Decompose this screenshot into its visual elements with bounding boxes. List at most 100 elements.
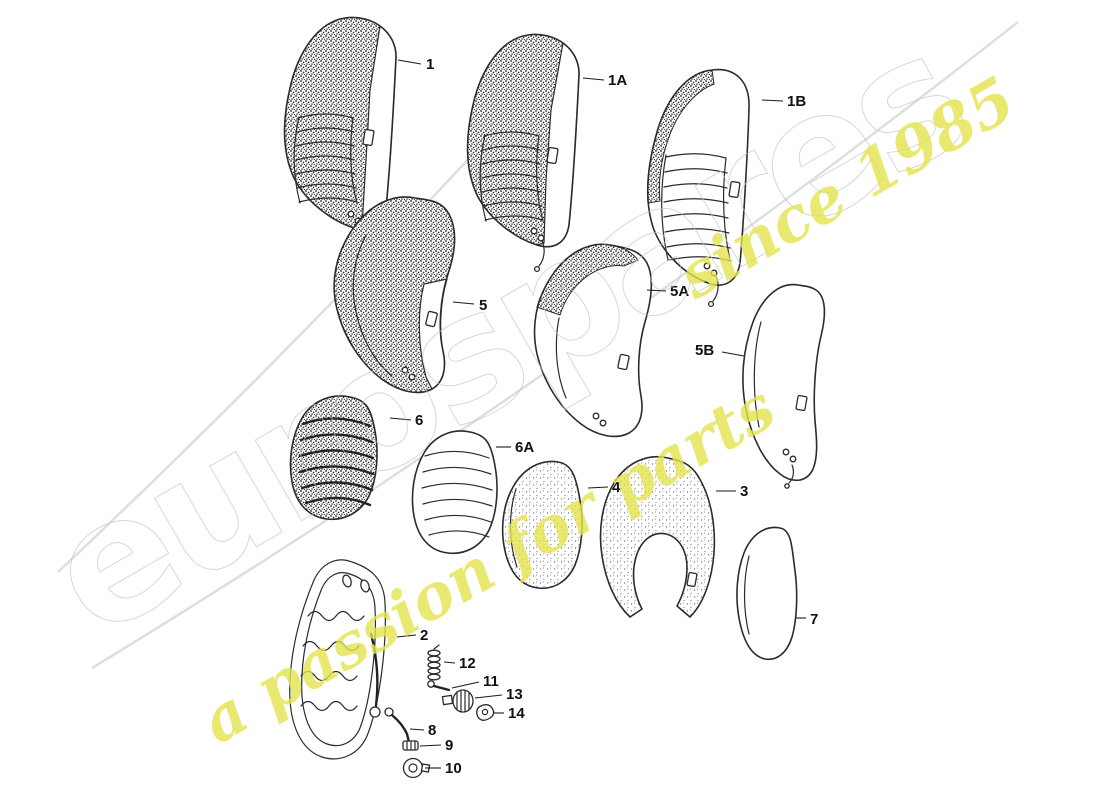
part-label-14[interactable]: 14 (508, 705, 525, 722)
callout-8: 8 (409, 722, 436, 739)
inner-contour (555, 317, 567, 399)
pad-outline (501, 460, 583, 590)
part-10-grommet (402, 757, 431, 779)
backrest-latch-detail (617, 353, 630, 371)
pad-outline (411, 430, 498, 555)
leader-line-13 (474, 694, 503, 699)
callout-5: 5 (452, 297, 487, 314)
spring-coil (427, 673, 441, 681)
spring-coil (427, 667, 441, 675)
pad-outline (599, 456, 716, 618)
part-label-10[interactable]: 10 (445, 760, 462, 777)
part-label-8[interactable]: 8 (428, 722, 436, 739)
part-label-4[interactable]: 4 (612, 479, 621, 496)
mounting-hole (347, 210, 355, 218)
part-label-5b[interactable]: 5B (695, 342, 714, 359)
tether-wire (712, 275, 719, 302)
mounting-hole (703, 262, 711, 270)
knob-body (452, 689, 474, 713)
part-label-5a[interactable]: 5A (670, 283, 689, 300)
backrest-outline (647, 68, 750, 286)
part-label-6a[interactable]: 6A (515, 439, 534, 456)
bolster-outline (742, 283, 826, 482)
tether-wire (538, 240, 545, 267)
part-4-foam-pad (501, 460, 583, 590)
part-label-13[interactable]: 13 (506, 686, 523, 703)
spring-coil (427, 661, 441, 669)
callout-10: 10 (425, 760, 462, 777)
grommet-hole (408, 763, 418, 773)
clip-hole (481, 708, 489, 716)
rib-lines (661, 153, 732, 262)
frame-springs (300, 610, 365, 712)
part-1a-backrest (466, 33, 580, 273)
backrest-latch-detail (546, 146, 559, 165)
rib-lines (421, 450, 493, 538)
tether-ball (707, 300, 715, 308)
part-label-6[interactable]: 6 (415, 412, 423, 429)
pad-face (412, 430, 497, 554)
part-label-1a[interactable]: 1A (608, 72, 627, 89)
rod-shaft (390, 713, 411, 744)
bolster-outline (533, 243, 653, 438)
mounting-hole (782, 448, 790, 456)
part-label-1[interactable]: 1 (426, 56, 434, 73)
mounting-hole (789, 455, 797, 463)
backrest-latch-detail (362, 128, 375, 147)
backrest-latch-detail (728, 180, 741, 199)
knob-stem (441, 694, 454, 706)
mounting-hole (537, 234, 545, 242)
callout-1: 1 (397, 56, 434, 73)
callout-9: 9 (419, 737, 453, 754)
leader-line-8 (409, 728, 425, 731)
part-1-backrest (283, 16, 397, 256)
part-label-3[interactable]: 3 (740, 483, 748, 500)
part-3-foam-pad (599, 456, 716, 618)
recline-lever-rod (369, 632, 379, 708)
callout-6: 6 (389, 412, 423, 429)
inner-contour (743, 555, 750, 635)
rod-ball-end (384, 707, 394, 717)
frame-slot (360, 579, 370, 593)
inner-contour (753, 321, 762, 428)
part-5-backrest-side (333, 196, 456, 394)
grommet-body (402, 757, 424, 779)
part-label-1b[interactable]: 1B (787, 93, 806, 110)
leader-line-4 (587, 486, 609, 489)
part-label-12[interactable]: 12 (459, 655, 476, 672)
part-7-side-panel (736, 526, 798, 661)
part-11-pin (427, 680, 451, 692)
part-label-2[interactable]: 2 (420, 627, 428, 644)
part-label-9[interactable]: 9 (445, 737, 453, 754)
callouts: 1 1A 1B 5 5A 5B 6 6A 4 3 7 2 12 11 13 14… (389, 56, 818, 777)
callout-7: 7 (796, 611, 818, 628)
callout-4: 4 (587, 479, 621, 496)
inner-contour (509, 488, 518, 568)
pin-head (427, 680, 435, 688)
backrest-latch-detail (425, 310, 438, 328)
frame-slot (342, 574, 352, 588)
leader-line-1b (761, 99, 784, 102)
leader-line-12 (443, 661, 456, 664)
leader-line-6 (389, 417, 412, 421)
part-13-knob (441, 689, 474, 713)
knob-ribs (456, 690, 470, 713)
part-label-7[interactable]: 7 (810, 611, 818, 628)
tether-ball (784, 483, 790, 489)
part-label-11[interactable]: 11 (483, 673, 499, 690)
callout-5b: 5B (695, 342, 745, 359)
part-label-5[interactable]: 5 (479, 297, 487, 314)
inner-contour (352, 234, 393, 377)
callout-1a: 1A (582, 72, 627, 89)
lever-pivot (369, 706, 381, 718)
leader-line-1 (397, 59, 422, 65)
mounting-hole (710, 269, 718, 277)
callout-11: 11 (451, 673, 499, 690)
callout-2: 2 (396, 627, 428, 644)
foam-texture (600, 456, 715, 617)
spring-hook (433, 644, 440, 650)
panel-outline (736, 526, 798, 661)
clip-body (476, 704, 495, 721)
leader-line-11 (451, 681, 480, 689)
